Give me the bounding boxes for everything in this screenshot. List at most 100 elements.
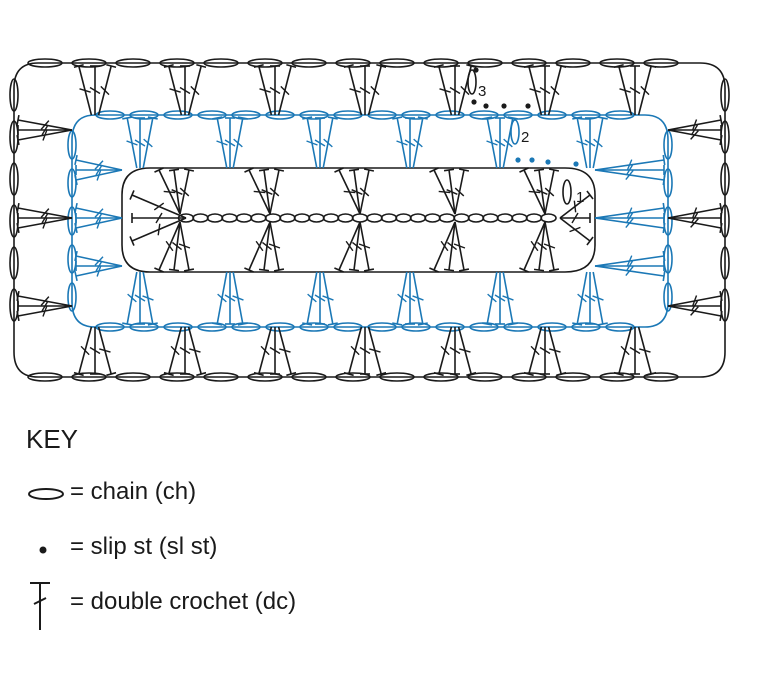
double-crochet-bar xyxy=(233,138,243,148)
double-crochet-bar xyxy=(569,226,581,233)
double-crochet-top xyxy=(327,322,338,326)
double-crochet-bar xyxy=(691,295,698,307)
double-crochet-bar xyxy=(404,294,416,302)
double-crochet-top xyxy=(163,63,174,69)
double-crochet-bar xyxy=(690,218,699,228)
chain-stitch xyxy=(247,372,283,382)
double-crochet-top xyxy=(548,168,560,172)
chain-stitch xyxy=(206,213,224,223)
double-crochet-top xyxy=(556,63,567,69)
double-crochet-bar xyxy=(576,140,588,146)
double-crochet-bar xyxy=(358,243,371,249)
chain-stitch xyxy=(247,58,283,68)
double-crochet-bar xyxy=(224,294,236,302)
double-crochet-top xyxy=(327,116,338,120)
double-crochet-bar xyxy=(404,139,416,147)
double-crochet-top xyxy=(417,322,428,326)
double-crochet-bar xyxy=(127,293,137,303)
double-crochet-bar xyxy=(351,241,363,251)
double-crochet-bar xyxy=(449,346,461,355)
chain-stitch xyxy=(299,110,329,120)
chain-stitch xyxy=(322,213,340,223)
crochet-chart: 3 2 1 xyxy=(9,58,730,382)
double-crochet-bar xyxy=(253,190,266,194)
chain-stitch xyxy=(27,58,63,68)
double-crochet-bar xyxy=(439,88,451,93)
chain-stitch xyxy=(367,110,397,120)
double-crochet-bar xyxy=(179,346,191,355)
double-crochet-top xyxy=(507,116,518,120)
double-crochet-bar xyxy=(95,260,103,272)
double-crochet-bar xyxy=(40,208,50,218)
double-crochet-bar xyxy=(359,346,371,355)
double-crochet-top xyxy=(258,168,270,172)
double-crochet-bar xyxy=(322,295,334,301)
key-title: KEY xyxy=(26,424,79,454)
chain-stitch xyxy=(510,119,520,145)
round-label-2: 2 xyxy=(521,129,529,146)
double-crochet-top xyxy=(458,168,470,172)
double-crochet-top xyxy=(597,322,608,326)
double-crochet-bar xyxy=(261,189,273,195)
double-crochet-bar xyxy=(691,119,698,131)
double-crochet-bar xyxy=(539,86,551,95)
chain-stitch xyxy=(67,130,77,160)
double-crochet-bar xyxy=(690,300,699,312)
double-crochet-top xyxy=(16,310,20,322)
chain-stitch xyxy=(467,58,503,68)
double-crochet-top xyxy=(646,63,657,69)
double-crochet-top xyxy=(16,134,20,146)
double-crochet-top xyxy=(122,116,133,120)
double-crochet-top xyxy=(417,116,428,120)
slip-stitch xyxy=(471,99,477,105)
double-crochet-top xyxy=(16,290,20,302)
double-crochet-top xyxy=(74,250,78,262)
chain-stitch xyxy=(9,246,19,280)
chain-stitch xyxy=(401,110,431,120)
chain-stitch xyxy=(605,110,635,120)
double-crochet-top xyxy=(212,322,223,326)
double-crochet-bar xyxy=(350,345,360,356)
double-crochet-top xyxy=(74,270,78,282)
double-crochet-top xyxy=(334,167,344,173)
double-crochet-top xyxy=(392,116,403,120)
double-crochet-bar xyxy=(41,212,49,224)
double-crochet-top xyxy=(183,168,195,172)
slip-stitch-icon xyxy=(39,546,47,554)
double-crochet-bar xyxy=(134,139,146,147)
chain-stitch xyxy=(351,213,369,223)
double-crochet-bar xyxy=(453,243,466,249)
chain-stitch xyxy=(605,322,635,332)
double-crochet-bar xyxy=(95,164,103,176)
double-crochet-top xyxy=(719,134,723,146)
double-crochet-top xyxy=(16,114,20,126)
double-crochet-bar xyxy=(626,207,633,219)
double-crochet-bar xyxy=(369,348,381,353)
double-crochet-bar xyxy=(179,86,191,95)
chain-stitch xyxy=(663,282,673,312)
double-crochet-top xyxy=(302,116,313,120)
double-crochet-bar xyxy=(314,139,326,147)
double-crochet-top xyxy=(237,116,248,120)
chain-stitch xyxy=(333,322,363,332)
double-crochet-top xyxy=(74,202,78,214)
double-crochet-bar xyxy=(494,294,506,302)
double-crochet-top xyxy=(154,167,164,173)
double-crochet-top xyxy=(719,290,723,302)
chain-stitch xyxy=(163,322,193,332)
double-crochet-bar xyxy=(690,212,699,224)
double-crochet-bar xyxy=(232,295,244,301)
double-crochet-bar xyxy=(279,348,291,353)
double-crochet-bar xyxy=(189,348,201,353)
chain-stitch xyxy=(482,213,499,223)
chain-stitch xyxy=(335,372,371,382)
double-crochet-top xyxy=(662,202,666,214)
double-crochet-bar xyxy=(94,208,104,218)
double-crochet-bar xyxy=(260,345,270,356)
double-crochet-bar xyxy=(370,85,380,96)
double-crochet-bar xyxy=(593,138,603,148)
double-crochet-bar xyxy=(550,85,560,96)
double-crochet-bar xyxy=(269,86,281,95)
chain-stitch xyxy=(571,322,601,332)
chain-stitch xyxy=(291,58,327,68)
